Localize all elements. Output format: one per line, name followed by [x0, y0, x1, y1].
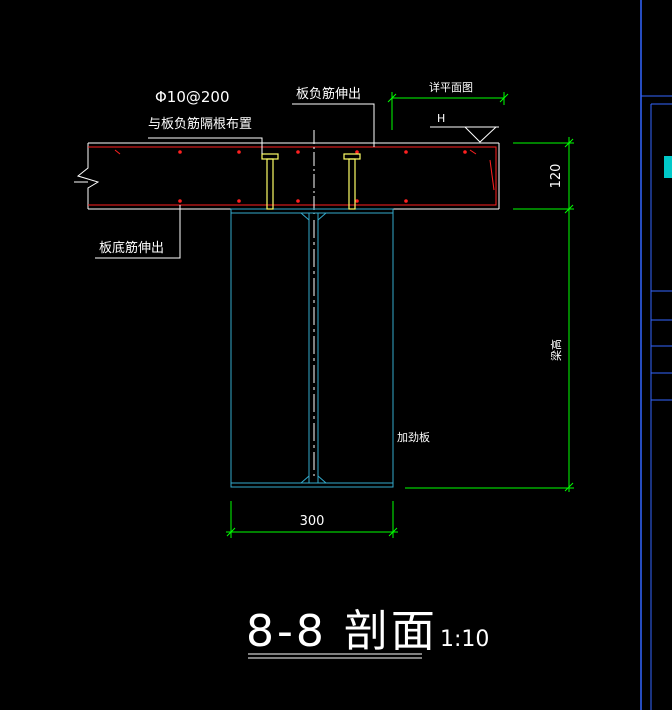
rebar-dot [355, 150, 359, 154]
negative-rebar-label: 板负筋伸出 [296, 86, 361, 102]
slab-thickness-dim: 120 [549, 164, 564, 189]
rebar-dot [237, 199, 241, 203]
rebar-dot [296, 199, 300, 203]
rebar-dot [355, 199, 359, 203]
rebar-dot [404, 199, 408, 203]
dimensions [226, 92, 574, 538]
concrete-slab [74, 142, 500, 210]
stiffener-label: 加劲板 [397, 430, 430, 444]
rebar-dot [463, 150, 467, 154]
bottom-rebar-label: 板底筋伸出 [99, 240, 164, 256]
flange-width-dim: 300 [300, 514, 325, 529]
rebar-dot [404, 150, 408, 154]
beam-height-dim: 梁高 [549, 339, 563, 361]
rebar-spec-label: Φ10@200 [155, 88, 230, 106]
leaders [95, 103, 375, 259]
scale-label: 1:10 [440, 627, 489, 652]
sheet-border [640, 0, 672, 710]
steel-beam [230, 208, 394, 488]
plan-ref-label: 详平面图 [429, 80, 473, 94]
rebar-dot [178, 150, 182, 154]
section-title: 8-8 剖面 [246, 606, 438, 657]
rebar-dot [296, 150, 300, 154]
slab-rebar [88, 146, 497, 206]
elevation-mark: H [437, 112, 445, 125]
rebar-dots [178, 150, 467, 203]
rebar-dot [237, 150, 241, 154]
rebar-dot [178, 199, 182, 203]
top-rebar-note-label: 与板负筋隔根布置 [148, 116, 252, 132]
shear-studs [261, 153, 361, 210]
